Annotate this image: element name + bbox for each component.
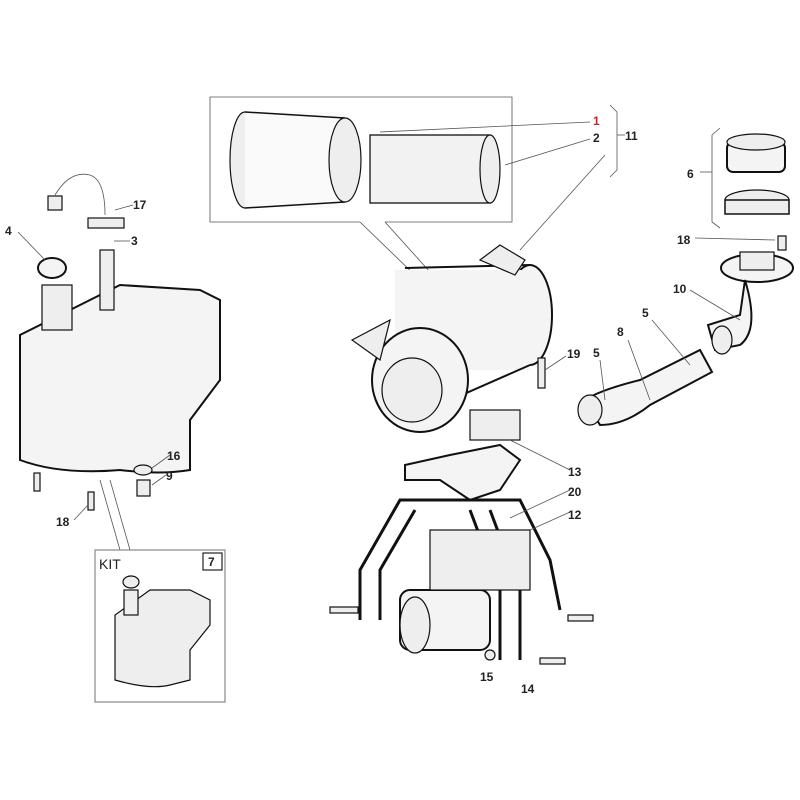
bolt-18 [87, 491, 95, 511]
inner-filter-element[interactable] [369, 134, 501, 204]
filter-inset [209, 96, 513, 281]
kit-label: KIT [99, 556, 121, 572]
callouts: 1 2 11 6 18 10 8 5 5 19 13 20 12 14 15 4… [5, 114, 694, 696]
callout-8[interactable]: 8 [617, 325, 624, 339]
bolt [777, 235, 787, 251]
pre-cleaner-cap[interactable] [724, 133, 790, 215]
mounting-bracket[interactable] [404, 443, 522, 502]
callout-20[interactable]: 20 [568, 485, 582, 499]
callout-15[interactable]: 15 [480, 670, 494, 684]
filler-cap [37, 257, 67, 279]
kit-number: 7 [208, 555, 215, 569]
outer-filter-element[interactable] [229, 111, 362, 209]
callout-5[interactable]: 5 [593, 346, 600, 360]
callout-2[interactable]: 2 [593, 131, 600, 145]
callout-16[interactable]: 16 [167, 449, 181, 463]
kit-box: KIT 7 [94, 549, 226, 703]
callout-12[interactable]: 12 [568, 508, 582, 522]
bolt-14 [539, 657, 566, 665]
bolt [329, 606, 359, 614]
callout-1[interactable]: 1 [593, 114, 600, 128]
washer-16 [133, 464, 153, 476]
callout-14[interactable]: 14 [521, 682, 535, 696]
callout-13[interactable]: 13 [568, 465, 582, 479]
bolt-19 [537, 357, 546, 389]
bolt [33, 472, 41, 492]
callout-3[interactable]: 3 [131, 234, 138, 248]
callout-5[interactable]: 5 [642, 306, 649, 320]
callout-11[interactable]: 11 [625, 129, 638, 143]
bolt [567, 614, 594, 622]
callout-6[interactable]: 6 [687, 167, 694, 181]
fuel-sender [87, 217, 125, 229]
callout-9[interactable]: 9 [166, 469, 173, 483]
callout-17[interactable]: 17 [133, 198, 147, 212]
callout-18[interactable]: 18 [56, 515, 70, 529]
drain-plug-9 [136, 479, 151, 497]
intake-elbow[interactable] [706, 251, 794, 355]
intake-hose[interactable] [577, 348, 714, 427]
callout-10[interactable]: 10 [673, 282, 687, 296]
hydraulic-pump[interactable] [399, 529, 531, 654]
air-cleaner[interactable] [350, 244, 553, 441]
callout-19[interactable]: 19 [567, 347, 581, 361]
fuel-tank[interactable] [19, 173, 221, 474]
callout-18[interactable]: 18 [677, 233, 691, 247]
leader-lines [17, 121, 776, 531]
nut-15 [484, 649, 496, 661]
callout-4[interactable]: 4 [5, 224, 12, 238]
